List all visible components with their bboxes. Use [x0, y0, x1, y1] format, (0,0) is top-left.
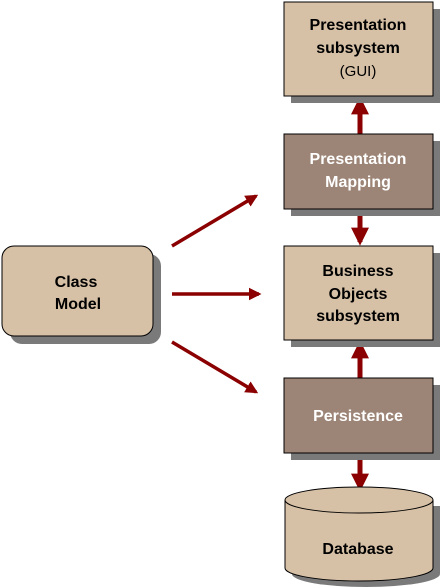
node-persistence: Persistence: [283, 377, 440, 460]
presentation-subsystem-line3: (GUI): [340, 63, 377, 80]
node-presentation-subsystem: Presentation subsystem (GUI): [283, 1, 440, 103]
business-objects-line1: Business: [322, 263, 393, 280]
class-model-line1: Class: [55, 274, 98, 291]
edge-class-to-persistence: [171, 340, 259, 394]
edge-class-to-mapping: [171, 194, 259, 248]
presentation-subsystem-line2: subsystem: [316, 40, 400, 57]
class-model-line2: Model: [55, 296, 101, 313]
database-label: Database: [322, 541, 393, 558]
node-class-model: Class Model: [1, 245, 161, 344]
presentation-subsystem-line1: Presentation: [310, 17, 407, 34]
presentation-mapping-line2: Mapping: [325, 174, 391, 191]
business-objects-line3: subsystem: [316, 308, 400, 325]
persistence-label: Persistence: [313, 408, 403, 425]
node-presentation-mapping: Presentation Mapping: [283, 133, 440, 216]
business-objects-line2: Objects: [329, 286, 388, 303]
node-database: Database: [284, 486, 440, 587]
node-business-objects: Business Objects subsystem: [283, 245, 440, 347]
presentation-mapping-line1: Presentation: [310, 151, 407, 168]
